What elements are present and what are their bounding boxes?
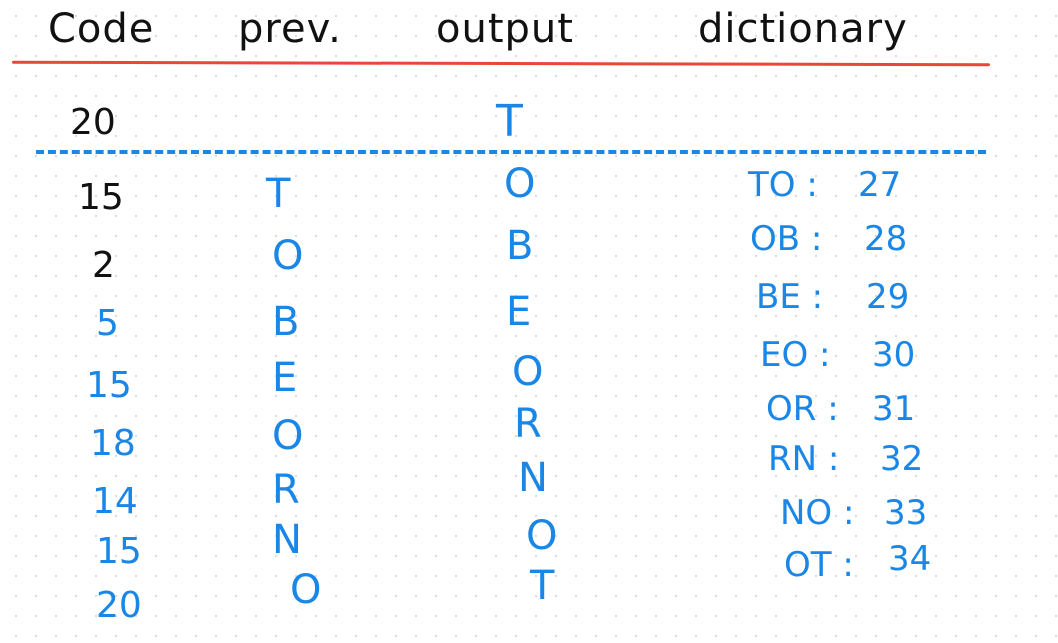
dictionary-code: 27 [858, 165, 902, 205]
header-code: Code [48, 6, 155, 52]
dictionary-entry: NO : [780, 493, 855, 533]
code-value: 5 [96, 303, 119, 344]
dictionary-code: 28 [864, 219, 908, 259]
output-value: N [518, 455, 548, 501]
dictionary-entry: RN : [768, 439, 840, 479]
dictionary-entry: OT : [784, 545, 854, 585]
dictionary-code: 32 [880, 439, 924, 479]
output-value: E [506, 289, 532, 335]
first-output: T [496, 96, 523, 147]
dictionary-code: 34 [888, 539, 932, 579]
prev-value: E [272, 355, 298, 401]
dictionary-code: 33 [884, 493, 928, 533]
dictionary-code: 29 [866, 277, 910, 317]
output-value: T [530, 563, 555, 609]
prev-value: O [290, 567, 322, 613]
output-value: O [526, 513, 558, 559]
code-value: 18 [90, 423, 136, 464]
dictionary-entry: BE : [756, 277, 824, 317]
first-code: 20 [70, 102, 116, 143]
header-output: output [436, 6, 574, 52]
prev-value: N [272, 517, 302, 563]
dictionary-code: 30 [872, 335, 916, 375]
header-prev: prev. [238, 6, 342, 52]
code-value: 14 [92, 481, 138, 522]
header-underline [11, 60, 991, 67]
output-value: O [504, 161, 536, 207]
prev-value: R [272, 467, 300, 513]
dictionary-entry: OR : [766, 389, 839, 429]
code-value: 15 [86, 365, 132, 406]
prev-value: B [272, 299, 300, 345]
dictionary-entry: EO : [760, 335, 831, 375]
prev-value: T [266, 171, 291, 217]
prev-value: O [272, 233, 304, 279]
dictionary-entry: OB : [750, 219, 823, 259]
output-value: O [512, 349, 544, 395]
output-value: B [506, 223, 534, 269]
output-value: R [514, 401, 542, 447]
dictionary-code: 31 [872, 389, 916, 429]
dictionary-entry: TO : [748, 165, 818, 205]
separator-dashed-line [36, 150, 986, 154]
code-value: 2 [92, 245, 115, 286]
code-value: 15 [78, 177, 124, 218]
code-value: 20 [96, 585, 142, 626]
header-dictionary: dictionary [698, 6, 908, 52]
code-value: 15 [96, 531, 142, 572]
prev-value: O [272, 413, 304, 459]
